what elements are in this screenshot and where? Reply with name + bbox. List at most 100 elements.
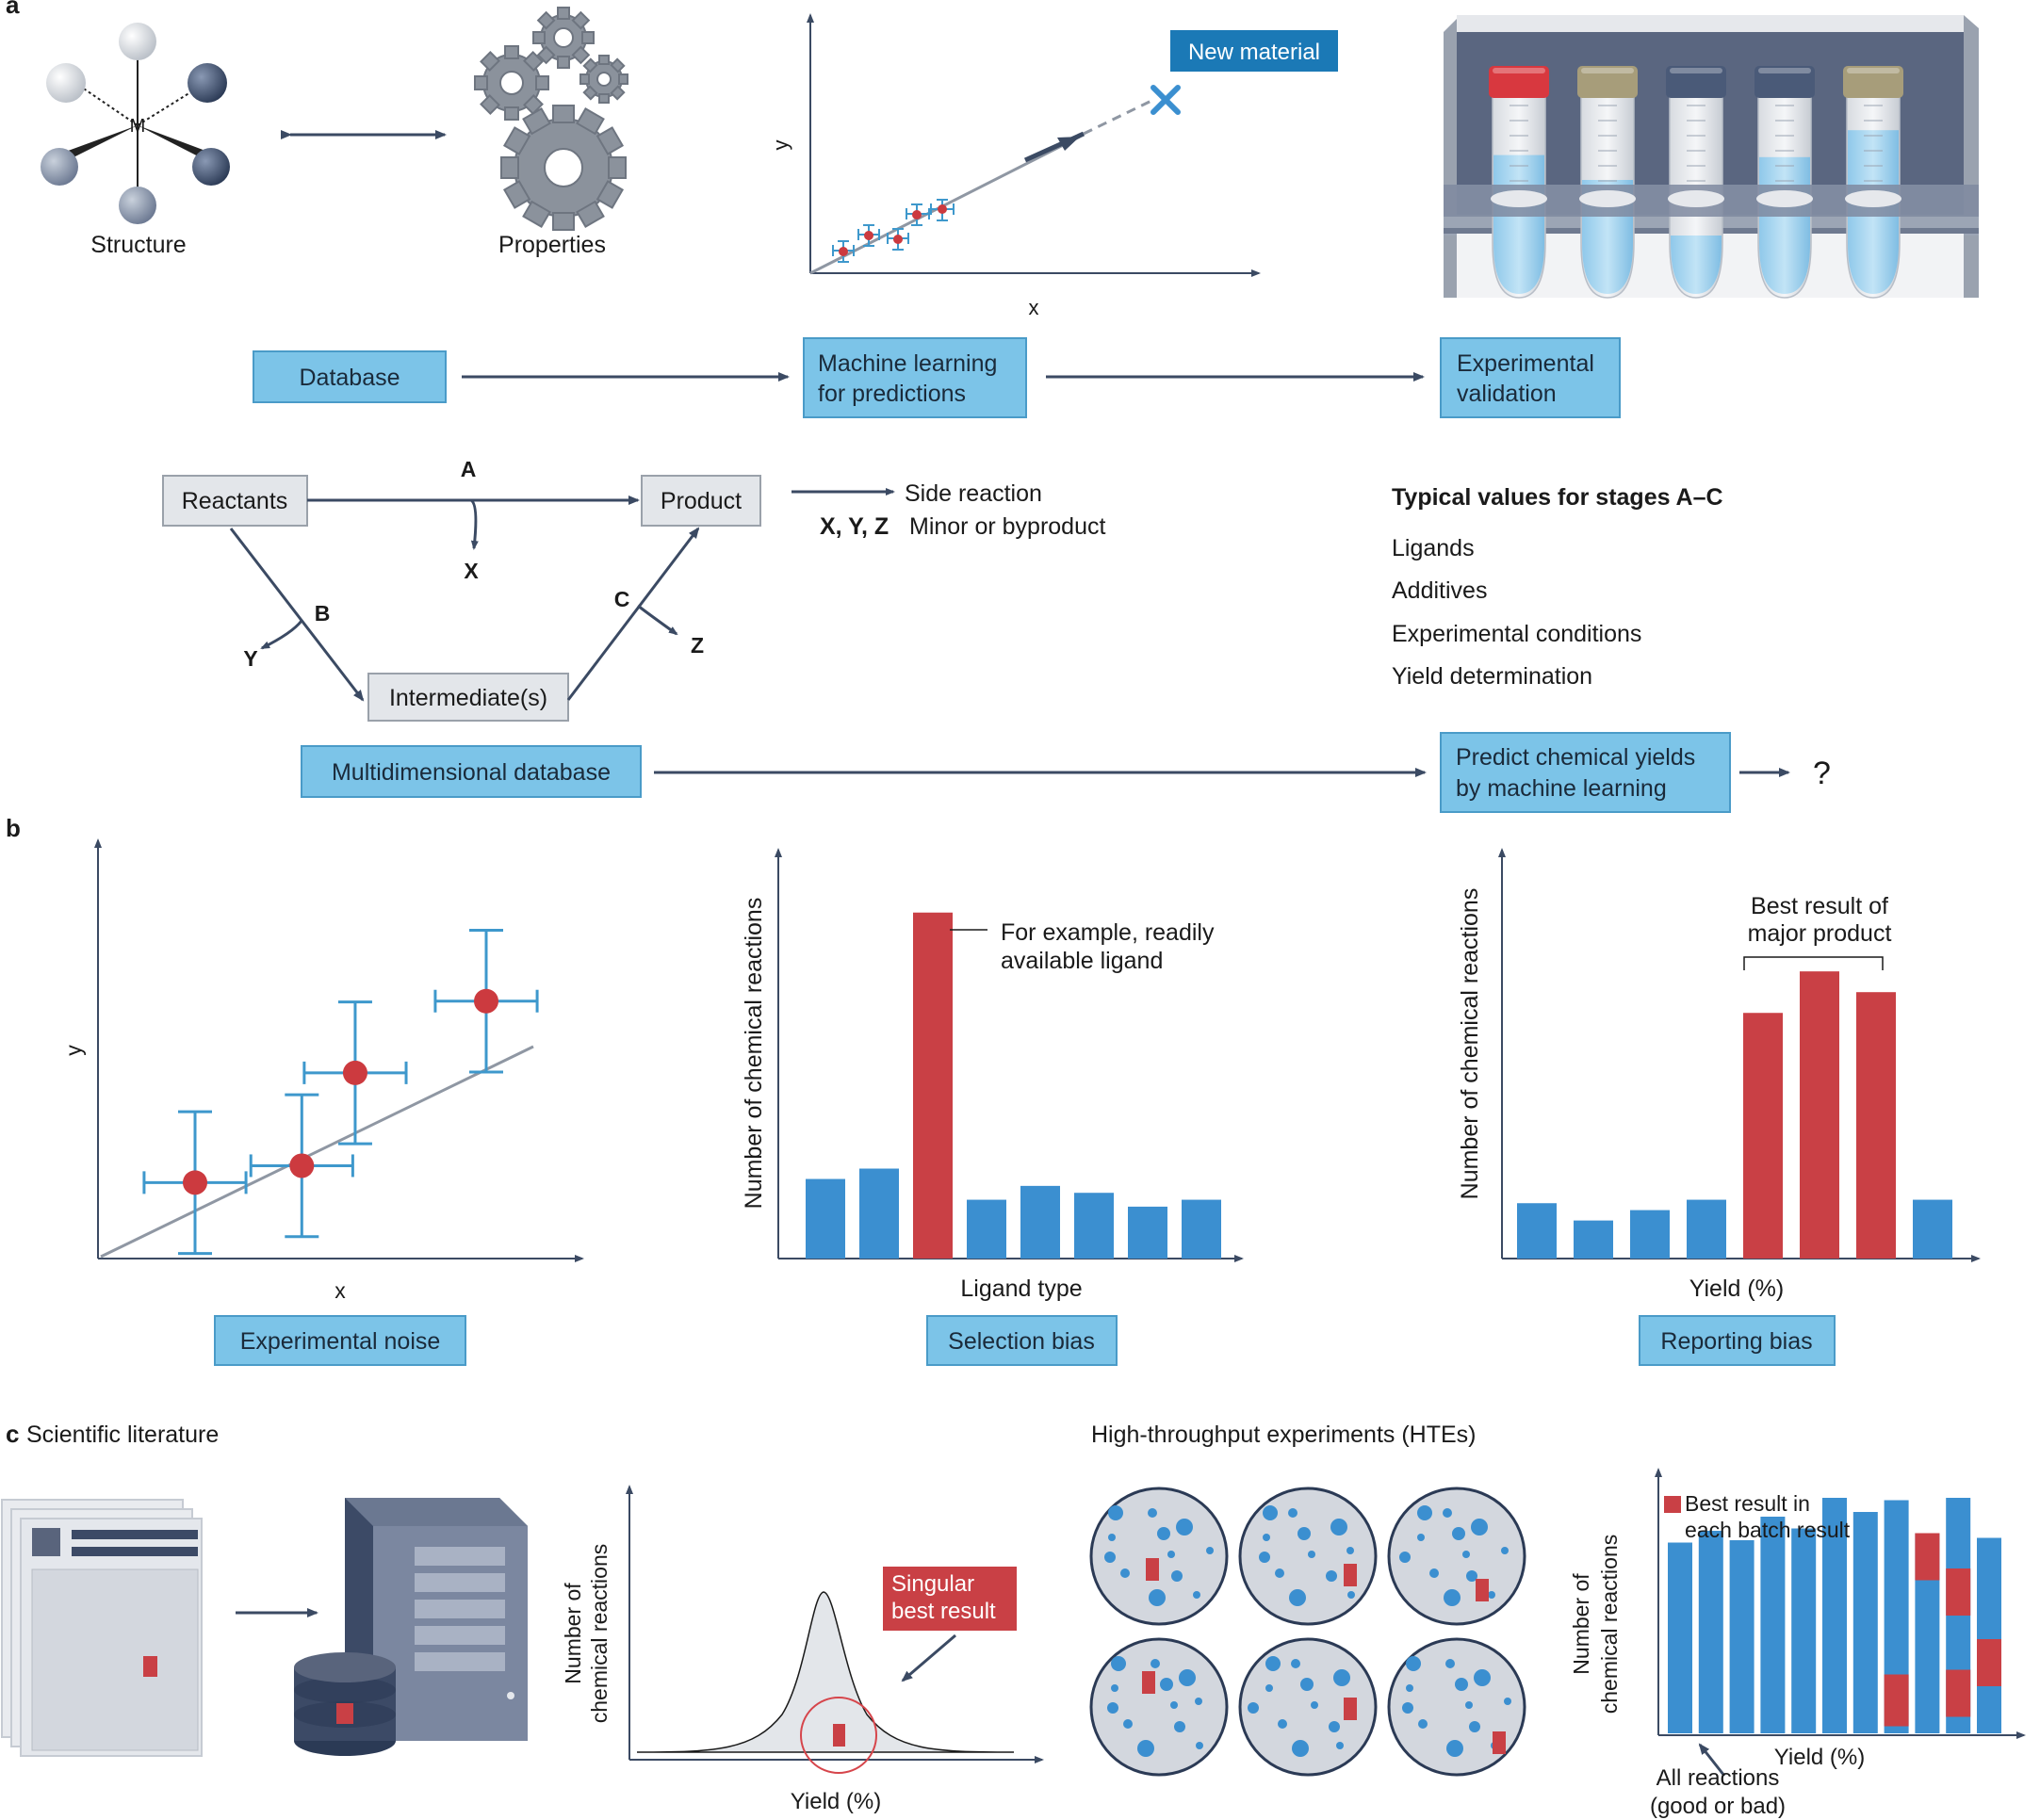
hte-bar <box>1977 1537 2001 1733</box>
multidim-database-label: Multidimensional database <box>332 759 611 786</box>
hte-well <box>1248 1702 1259 1714</box>
tube-cap <box>1843 66 1903 98</box>
noise-point <box>433 928 539 1074</box>
test-tubes <box>1444 66 1979 299</box>
hte-well <box>1275 1568 1284 1578</box>
hte-well <box>1311 1701 1318 1709</box>
product-label: Product <box>661 488 742 514</box>
hte-best-well <box>1344 1564 1357 1586</box>
reaction-legend: Side reaction X, Y, Z Minor or byproduct <box>792 480 1105 540</box>
hte-well <box>1330 1519 1347 1536</box>
hte-plate <box>1089 1487 1229 1626</box>
flow-ml-box[interactable]: Machine learning for predictions <box>803 337 1027 418</box>
hte-well <box>1278 1719 1287 1729</box>
flow-database-box[interactable]: Database <box>253 350 447 403</box>
hte-plate <box>1089 1637 1229 1777</box>
hte-bar-best-segment <box>1946 1568 1971 1616</box>
predict-yields-label-2: by machine learning <box>1456 775 1667 802</box>
hte-well <box>1206 1547 1214 1554</box>
selection-bias-label: Selection bias <box>948 1328 1095 1355</box>
selection-bias-box[interactable]: Selection bias <box>926 1315 1118 1366</box>
flow-validation-box[interactable]: Experimental validation <box>1440 337 1621 418</box>
test-tube <box>1489 66 1549 299</box>
hte-best-well <box>1344 1698 1357 1720</box>
hte-well <box>1171 1570 1183 1582</box>
reporting-bias-box[interactable]: Reporting bias <box>1639 1315 1836 1366</box>
experimental-noise-box[interactable]: Experimental noise <box>214 1315 466 1366</box>
hte-well <box>1151 1659 1160 1668</box>
hte-well <box>1474 1669 1491 1686</box>
hte-plate <box>1238 1487 1378 1626</box>
hte-bar <box>1760 1517 1786 1733</box>
selection-bar <box>859 1168 899 1259</box>
reporting-bar <box>1687 1199 1726 1259</box>
tube-cap <box>1754 66 1815 98</box>
predict-yields-box[interactable]: Predict chemical yields by machine learn… <box>1440 732 1731 813</box>
noise-points <box>142 928 539 1256</box>
noise-point-marker <box>474 988 498 1014</box>
hte-well <box>1289 1589 1306 1606</box>
reporting-bar <box>1574 1220 1613 1259</box>
typical-item: Yield determination <box>1392 663 1592 690</box>
literature-y-label-1: Number of <box>561 1583 585 1684</box>
question-mark: ? <box>1813 756 1831 791</box>
stage-b-label: B <box>315 601 331 626</box>
reporting-bar <box>1800 971 1839 1259</box>
hte-well <box>1452 1527 1465 1540</box>
prediction-plot: x y New material <box>769 13 1338 319</box>
typical-values-title: Typical values for stages A–C <box>1392 484 1723 511</box>
test-tube <box>1577 66 1638 299</box>
hte-well <box>1263 1505 1278 1520</box>
hte-legend-1: Best result in <box>1685 1491 1810 1516</box>
noise-fit-line <box>100 1045 534 1259</box>
test-tube <box>1754 66 1815 299</box>
hte-well <box>1108 1534 1116 1541</box>
reporting-bias-label: Reporting bias <box>1660 1328 1812 1355</box>
hte-well <box>1259 1552 1270 1563</box>
hte-well <box>1123 1719 1133 1729</box>
hte-plate <box>1238 1637 1378 1777</box>
stage-c-label: C <box>614 587 630 611</box>
hte-bar-best-segment <box>1884 1674 1909 1727</box>
hte-well <box>1288 1508 1297 1518</box>
literature-yield-plot: Number of chemical reactions Yield (%) S… <box>561 1485 1044 1814</box>
noise-point <box>302 1000 408 1146</box>
hte-best-well <box>1476 1579 1489 1601</box>
noise-point <box>142 1110 248 1256</box>
hte-well <box>1329 1721 1340 1732</box>
hte-well <box>1196 1742 1203 1749</box>
byproduct-x-label: X <box>464 559 479 583</box>
hte-well <box>1501 1547 1509 1554</box>
hte-well <box>1111 1656 1126 1671</box>
reporting-bar <box>1913 1199 1952 1259</box>
selection-bar <box>1128 1206 1167 1259</box>
reactants-box <box>162 475 308 527</box>
hte-well <box>1326 1570 1337 1582</box>
properties-label: Properties <box>498 232 606 258</box>
test-tube <box>1666 66 1726 299</box>
reporting-bar <box>1743 1013 1783 1259</box>
literature-y-label-2: chemical reactions <box>587 1544 612 1723</box>
selection-annotation-1: For example, readily <box>1001 919 1215 946</box>
tube-cap <box>1577 66 1638 98</box>
intermediates-box <box>367 673 569 722</box>
server-database-icon <box>294 1498 528 1756</box>
legend-xyz: X, Y, Z <box>820 513 889 540</box>
hte-well <box>1193 1591 1200 1599</box>
intermediates-label: Intermediate(s) <box>389 685 547 711</box>
hte-well <box>1108 1505 1123 1520</box>
hte-bar <box>1668 1542 1692 1733</box>
hte-x-label: Yield (%) <box>1774 1745 1865 1770</box>
multidim-database-box[interactable]: Multidimensional database <box>301 745 642 798</box>
stage-a-label: A <box>461 457 477 481</box>
hte-well <box>1446 1740 1463 1757</box>
selection-bar <box>1020 1185 1060 1259</box>
reporting-chart: Number of chemical reactions Yield (%) B… <box>1457 848 1981 1302</box>
legend-side-reaction: Side reaction <box>905 480 1042 507</box>
flow-database-label: Database <box>299 365 400 391</box>
noise-point-marker <box>183 1170 207 1195</box>
hte-well <box>1107 1702 1118 1714</box>
structure-molecule-icon: M <box>41 23 230 224</box>
hte-well <box>1417 1505 1432 1520</box>
